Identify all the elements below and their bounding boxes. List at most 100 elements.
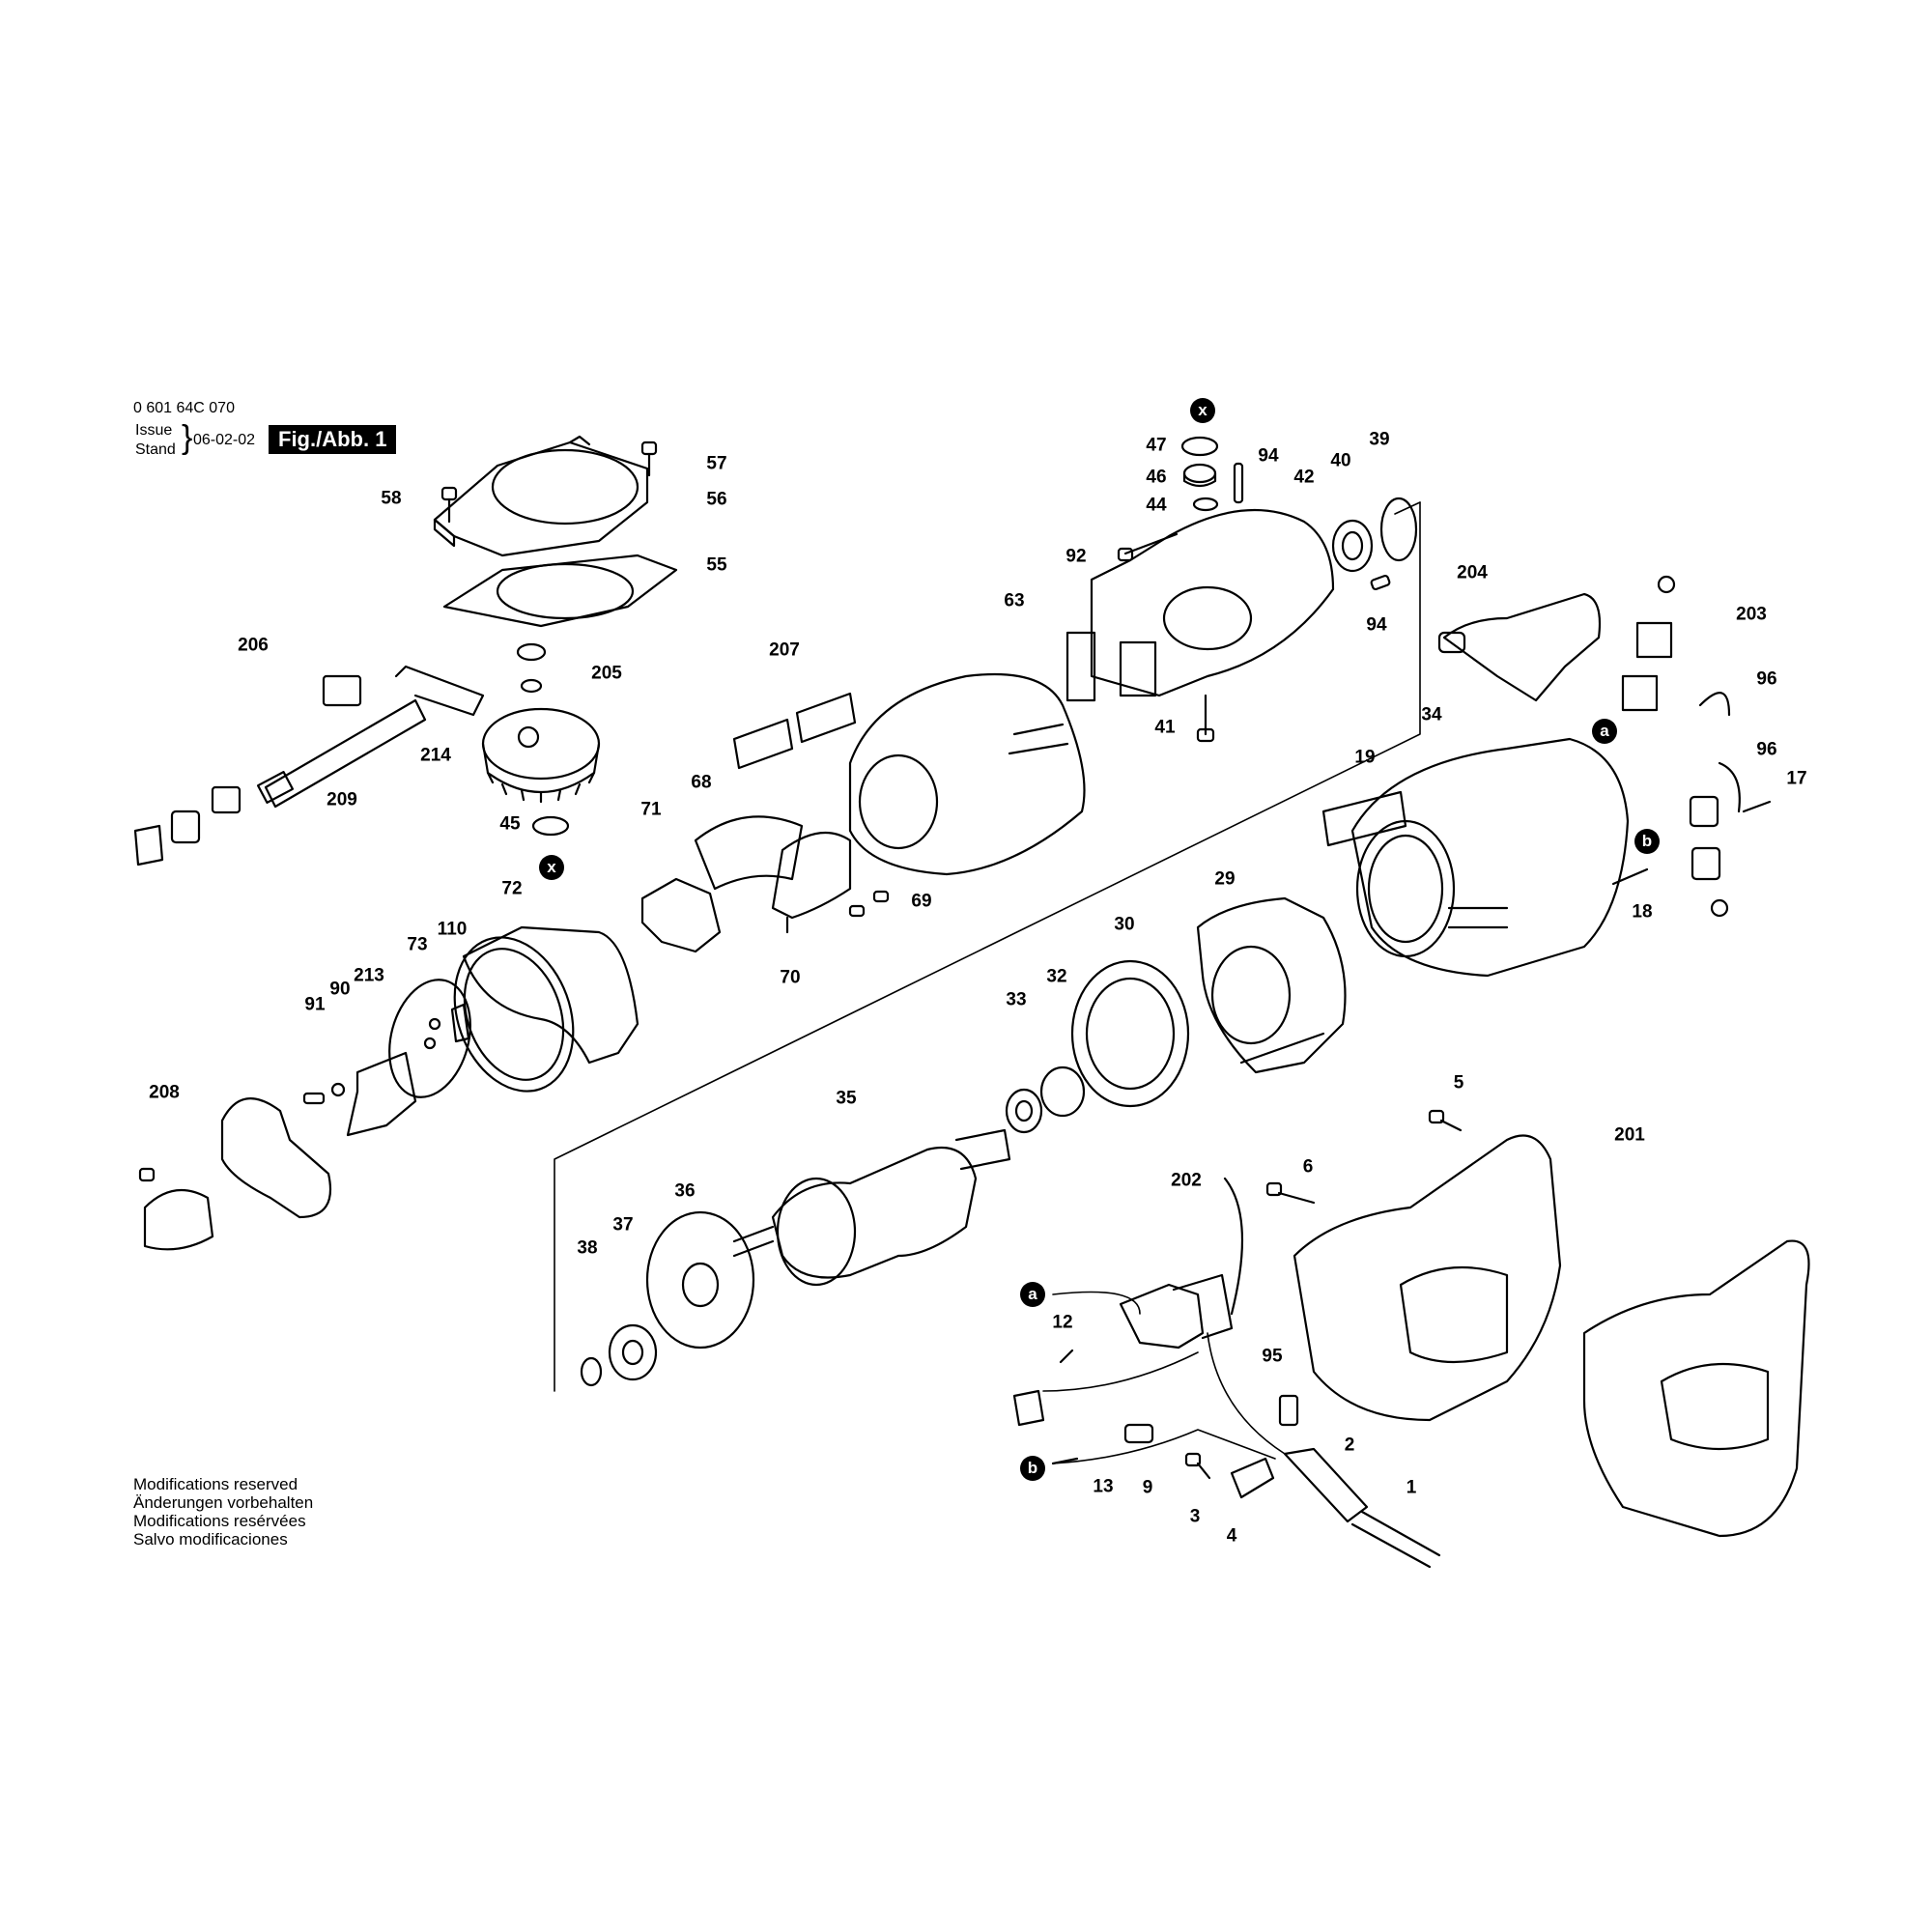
callout-90: 90 (329, 979, 351, 1000)
callout-206: 206 (238, 635, 269, 656)
marker-x-top: x (1190, 398, 1215, 423)
callout-94-top: 94 (1258, 445, 1279, 467)
spacer-205 (516, 642, 547, 694)
callout-1: 1 (1406, 1477, 1417, 1498)
callout-71: 71 (640, 799, 662, 820)
housing-half-right-201 (1582, 1239, 1810, 1538)
screw-17 (1742, 800, 1772, 813)
callout-42: 42 (1293, 467, 1315, 488)
callout-92: 92 (1065, 546, 1087, 567)
callout-91: 91 (304, 994, 326, 1015)
screws-69 (848, 890, 890, 918)
marker-a-left: a (1020, 1282, 1045, 1307)
screw-3 (1184, 1452, 1211, 1480)
lever-209 (256, 665, 485, 809)
parts-206 (133, 674, 362, 867)
callout-207: 207 (769, 639, 800, 661)
field-coil-29 (1196, 896, 1347, 1074)
brush-holders (1689, 795, 1729, 918)
note-en: Modifications reserved (133, 1475, 298, 1493)
marker-x-bottom: x (539, 855, 564, 880)
screw-5 (1428, 1109, 1463, 1132)
gear-housing-63 (848, 672, 1086, 876)
callout-38: 38 (577, 1237, 598, 1259)
washer-44 (1192, 497, 1219, 512)
callout-32: 32 (1046, 966, 1067, 987)
switch-202 (1119, 1177, 1244, 1350)
callout-37: 37 (612, 1214, 634, 1236)
note-es: Salvo modificaciones (133, 1530, 288, 1548)
callout-41: 41 (1154, 717, 1176, 738)
spring-ring-71 (640, 877, 722, 953)
gear-214 (481, 707, 601, 804)
callout-55: 55 (706, 554, 727, 576)
washer-45 (531, 815, 570, 837)
callout-73: 73 (407, 934, 428, 955)
ring-39 (1379, 497, 1418, 562)
shoe-208 (138, 1097, 332, 1251)
screw-58 (440, 486, 458, 524)
gear-housing-42 (1065, 508, 1335, 702)
callout-40: 40 (1330, 450, 1351, 471)
bracket-68 (694, 815, 804, 891)
callout-209: 209 (327, 789, 357, 810)
callout-4: 4 (1226, 1525, 1237, 1547)
callout-58: 58 (381, 488, 402, 509)
cover-plate-56 (433, 435, 649, 557)
baffle-36 (645, 1210, 755, 1350)
note-fr: Modifications resérvées (133, 1512, 306, 1530)
callout-2: 2 (1344, 1435, 1355, 1456)
issue-date: 06-02-02 (193, 432, 256, 448)
callout-70: 70 (780, 967, 801, 988)
label-19 (1321, 790, 1407, 847)
callout-201: 201 (1614, 1124, 1645, 1146)
ring-38 (580, 1356, 603, 1387)
callout-110: 110 (437, 919, 468, 940)
callout-34: 34 (1421, 704, 1442, 725)
part-number: 0 601 64C 070 (133, 400, 235, 416)
screw-41 (1196, 694, 1215, 743)
callout-29: 29 (1214, 868, 1236, 890)
screw-washer-90-91 (302, 1082, 346, 1105)
callout-204: 204 (1457, 562, 1488, 583)
marker-a-right: a (1592, 719, 1617, 744)
callout-44: 44 (1146, 495, 1167, 516)
motor-housing-34 (1350, 737, 1630, 978)
handle-bracket-204 (1437, 592, 1602, 702)
bracket-70 (771, 831, 852, 934)
bearing-37 (608, 1323, 658, 1381)
callout-45: 45 (499, 813, 521, 835)
issue-brace: } (182, 419, 193, 456)
issue-label: Issue (135, 422, 173, 439)
callout-9: 9 (1142, 1477, 1153, 1498)
callout-13: 13 (1093, 1476, 1114, 1497)
armature-35 (732, 1128, 1011, 1287)
modifications-notice: Modifications reserved Änderungen vorbeh… (133, 1475, 313, 1548)
callout-19: 19 (1354, 747, 1376, 768)
seal-40 (1331, 519, 1374, 573)
wire-harness (1042, 1291, 1286, 1464)
screw-92 (1117, 532, 1179, 562)
callout-202: 202 (1171, 1170, 1202, 1191)
connector-9-13 (1051, 1423, 1154, 1465)
callout-72: 72 (501, 878, 523, 899)
stand-label: Stand (135, 441, 176, 458)
callout-95: 95 (1262, 1346, 1283, 1367)
screw-6 (1265, 1181, 1316, 1205)
clips-207 (732, 692, 857, 770)
figure-label: Fig./Abb. 1 (269, 425, 397, 455)
callout-17: 17 (1786, 768, 1807, 789)
note-de: Änderungen vorbehalten (133, 1493, 314, 1512)
callout-47: 47 (1146, 435, 1167, 456)
ring-32 (1039, 1065, 1086, 1118)
callout-57: 57 (706, 453, 727, 474)
callout-213: 213 (354, 965, 384, 986)
callout-68: 68 (691, 772, 712, 793)
section-boundary-lines (554, 501, 1421, 1392)
gasket-55 (442, 554, 678, 628)
callout-96-bottom: 96 (1756, 739, 1777, 760)
brush-parts-203 (1621, 575, 1676, 712)
strain-relief-2 (1283, 1447, 1369, 1523)
